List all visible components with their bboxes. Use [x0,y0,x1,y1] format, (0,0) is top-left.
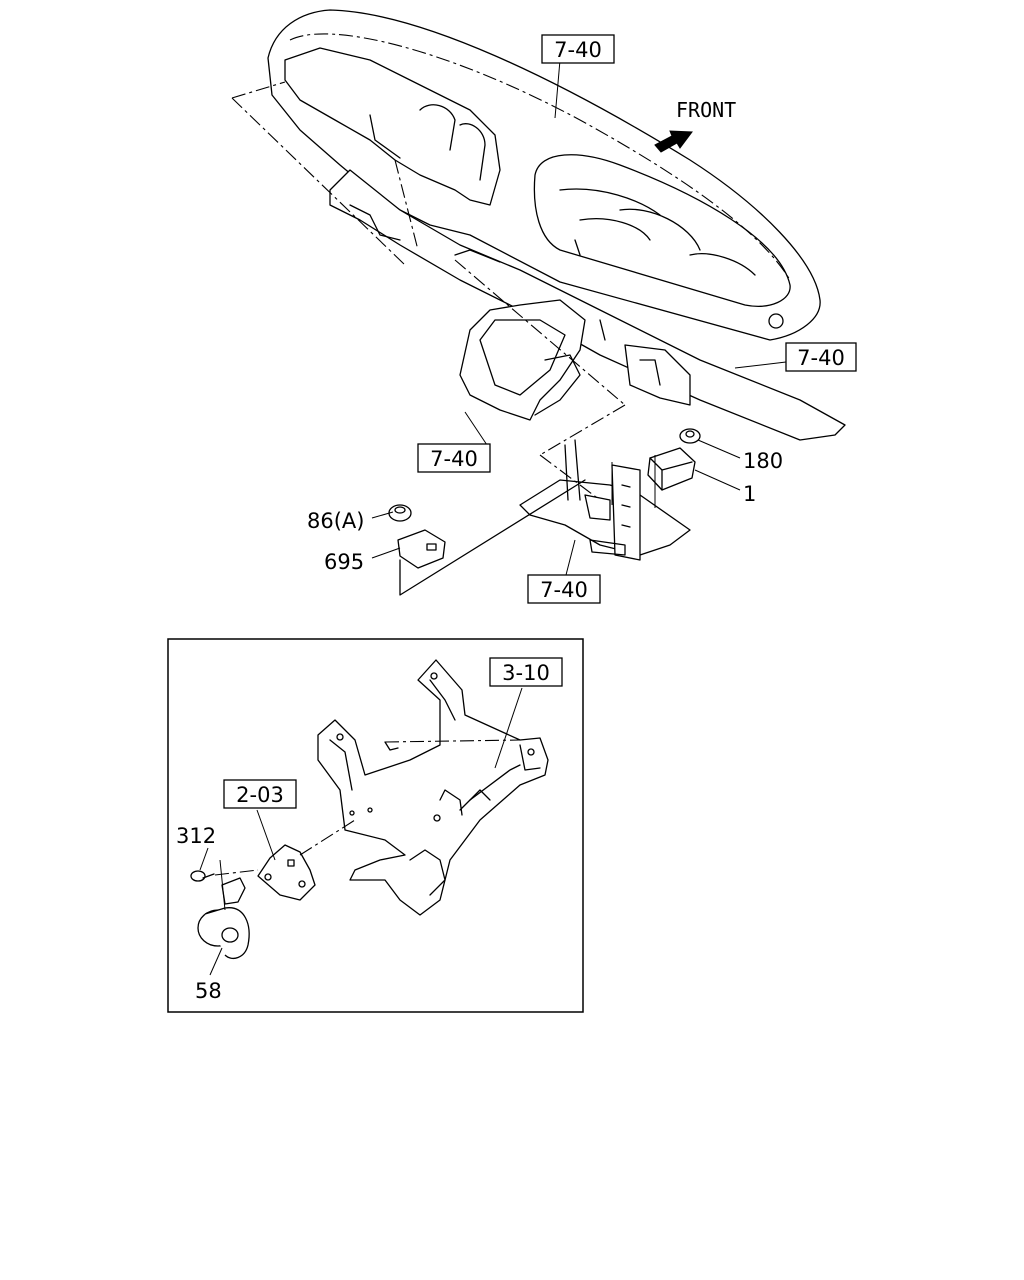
svg-text:3-10: 3-10 [502,661,550,685]
inset-detail: 3-10 2-03 312 58 [167,638,584,1013]
instrument-panel [267,9,846,441]
part-label-695: 695 [324,550,364,574]
horn-58 [197,907,250,959]
sensor-695 [397,529,446,569]
callout-ref-inset-frame: 3-10 [489,657,563,687]
support-frame [317,659,549,916]
callout-ref-top: 7-40 [541,34,615,64]
callout-ref-right: 7-40 [785,342,857,372]
bolt-312 [190,870,215,882]
callout-ref-mid: 7-40 [417,443,491,473]
leader-lines-top [231,59,787,596]
front-label: FRONT [676,98,736,122]
svg-text:7-40: 7-40 [430,447,478,471]
relay-module [647,447,696,491]
nut-180 [679,428,701,444]
part-label-1: 1 [743,482,756,506]
svg-text:7-40: 7-40 [797,346,845,370]
part-label-180: 180 [743,449,783,473]
svg-text:7-40: 7-40 [540,578,588,602]
arrow-right-up-icon [654,130,693,153]
nut-86a [388,504,412,522]
part-label-86a: 86(A) [307,509,364,533]
callout-ref-inset-bracket: 2-03 [223,779,297,809]
svg-text:7-40: 7-40 [554,38,602,62]
front-direction-indicator: FRONT [654,98,736,153]
part-label-58: 58 [195,979,222,1003]
mounting-bracket [221,844,316,905]
svg-text:2-03: 2-03 [236,783,284,807]
part-label-312: 312 [176,824,216,848]
callout-ref-bottom: 7-40 [527,574,601,604]
